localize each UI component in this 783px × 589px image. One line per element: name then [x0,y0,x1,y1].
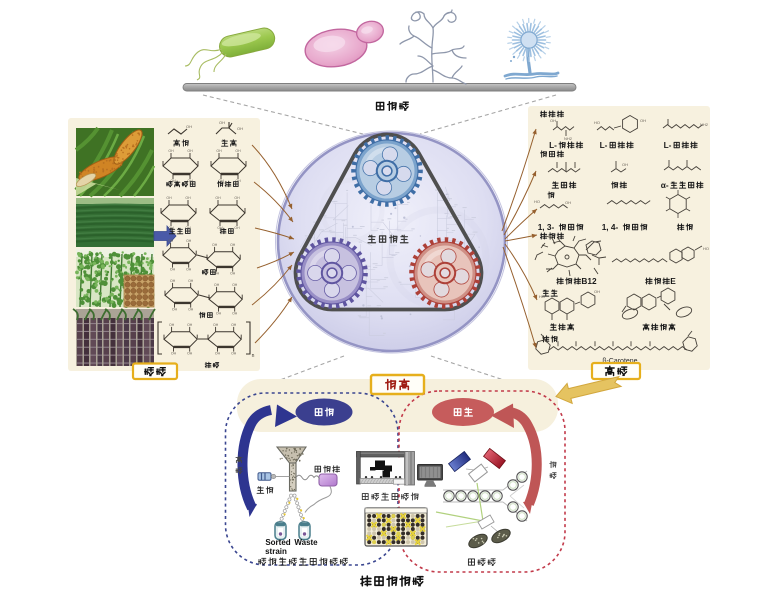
svg-text:OH: OH [235,149,241,153]
svg-text:OH: OH [215,352,221,356]
svg-text:α-: α- [661,180,669,190]
svg-text:B12: B12 [581,276,597,286]
svg-text:OH: OH [213,323,219,327]
svg-text:L-: L- [664,140,672,150]
svg-text:OH: OH [185,196,191,200]
svg-text:NH2: NH2 [700,122,709,127]
svg-text:OH: OH [216,149,222,153]
svg-text:HO: HO [594,120,600,125]
svg-text:OH: OH [622,162,628,167]
svg-text:OH: OH [234,226,240,230]
svg-text:OH: OH [188,308,194,312]
svg-text:OH: OH [216,312,222,316]
svg-text:1, 3-: 1, 3- [538,222,555,232]
svg-text:L-: L- [549,140,557,150]
svg-text:OH: OH [231,352,237,356]
svg-text:strain: strain [265,547,287,556]
svg-text:OH: OH [214,283,220,287]
svg-text:OH: OH [219,120,225,125]
svg-text:OH: OH [237,126,243,131]
svg-text:OH: OH [170,179,176,183]
svg-text:OH: OH [187,352,193,356]
svg-text:Sorted: Sorted [265,538,290,547]
svg-text:OH: OH [187,149,193,153]
svg-text:OH: OH [171,352,177,356]
svg-text:E: E [670,276,676,286]
svg-text:OH: OH [168,239,174,243]
svg-text:OH: OH [232,312,238,316]
svg-text:HO: HO [539,294,545,299]
svg-text:OH: OH [234,196,240,200]
svg-text:n: n [252,353,255,359]
svg-text:OH: OH [172,308,178,312]
svg-text:OH: OH [230,243,236,247]
svg-text:OH: OH [640,118,646,123]
svg-text:OH: OH [231,323,237,327]
svg-text:OH: OH [186,239,192,243]
svg-text:OH: OH [166,196,172,200]
svg-text:OH: OH [565,200,571,205]
svg-text:L-: L- [600,140,608,150]
svg-text:OH: OH [168,226,174,230]
svg-text:OH: OH [594,289,600,294]
svg-text:OH: OH [170,279,176,283]
svg-text:OH: OH [214,272,220,276]
svg-text:OH: OH [212,243,218,247]
svg-text:OH: OH [550,118,556,123]
svg-text:OH: OH [186,124,192,129]
svg-text:NH2: NH2 [564,136,573,141]
svg-text:OH: OH [230,272,236,276]
svg-text:OH: OH [235,179,241,183]
svg-text:OH: OH [217,226,223,230]
svg-text:OH: OH [170,268,176,272]
svg-text:OH: OH [218,179,224,183]
svg-text:β-Carotene: β-Carotene [602,358,637,365]
svg-text:OH: OH [187,323,193,327]
svg-text:OH: OH [215,196,221,200]
svg-text:OH: OH [169,323,175,327]
svg-text:OH: OH [168,149,174,153]
svg-text:1, 4-: 1, 4- [602,222,619,232]
svg-text:HO: HO [534,199,540,204]
svg-text:Waste: Waste [294,538,318,547]
svg-text:OH: OH [188,279,194,283]
svg-text:OH: OH [187,179,193,183]
svg-text:OH: OH [186,268,192,272]
svg-text:OH: OH [232,283,238,287]
svg-text:OH: OH [185,226,191,230]
svg-text:HO: HO [703,246,709,251]
